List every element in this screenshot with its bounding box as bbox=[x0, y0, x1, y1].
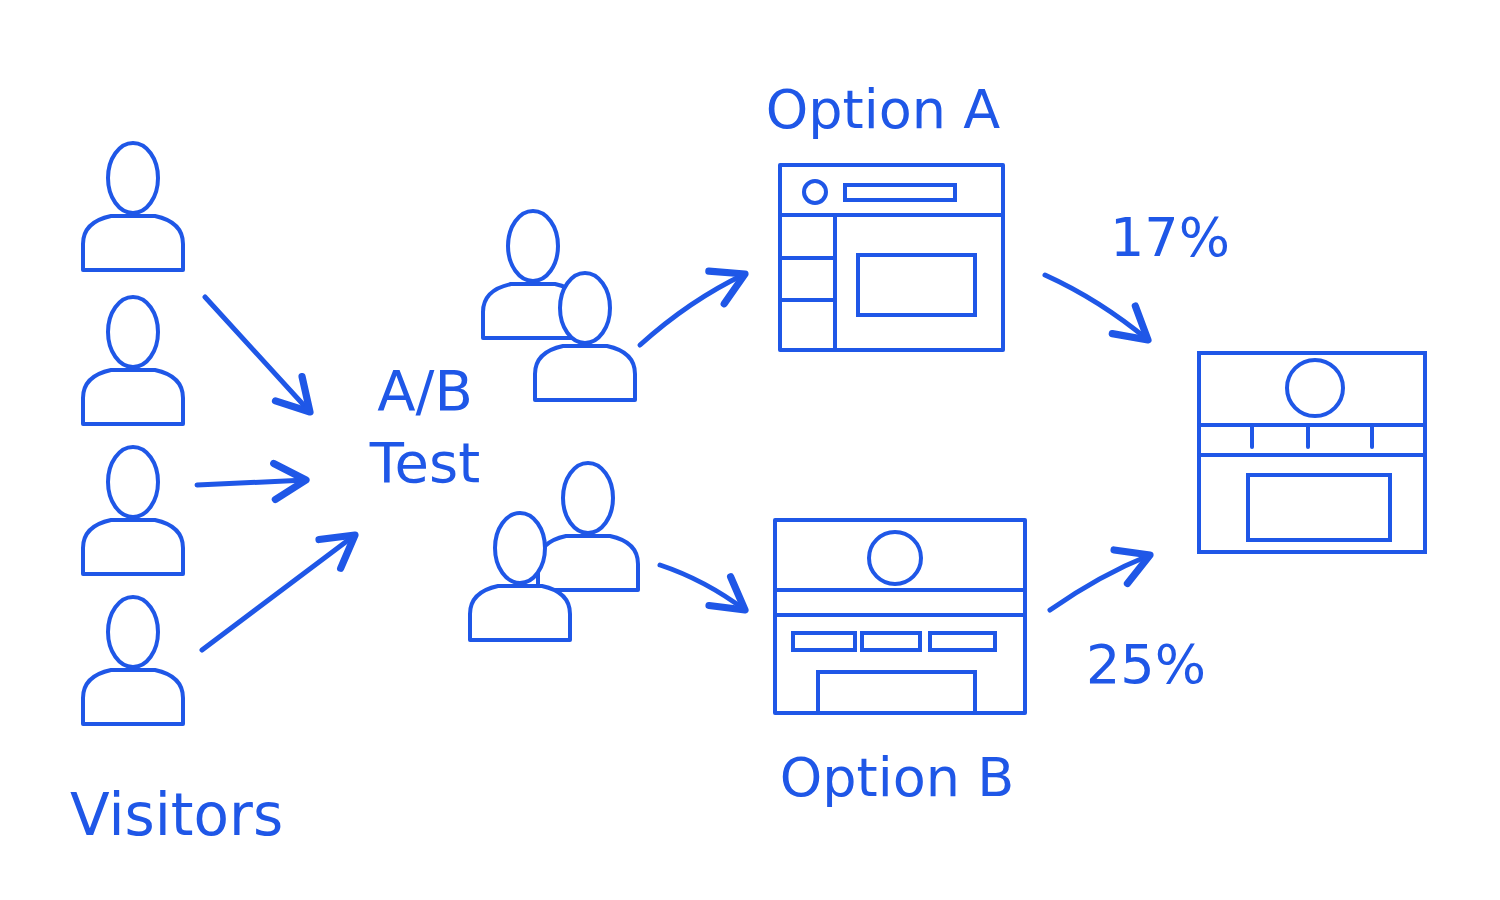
wire-circle bbox=[804, 181, 826, 203]
wire-line bbox=[1250, 425, 1254, 447]
option-a-wireframe bbox=[780, 181, 1003, 350]
visitor-figures bbox=[83, 143, 183, 724]
wire-line bbox=[1199, 453, 1425, 457]
result-frame bbox=[1199, 353, 1425, 552]
result-wireframe bbox=[1199, 353, 1425, 552]
arrow bbox=[640, 274, 745, 345]
option-b-wireframe bbox=[775, 532, 1025, 713]
option-heading-row: Option A bbox=[738, 78, 1028, 142]
label-box: A/B Test bbox=[335, 355, 515, 499]
label-box: Visitors bbox=[70, 778, 330, 852]
wire-line bbox=[1306, 425, 1310, 447]
wire-bar bbox=[793, 633, 855, 650]
label-box: 17% bbox=[1110, 203, 1260, 272]
diagram-label: A/B Test bbox=[370, 358, 480, 495]
diagram-label: 17% bbox=[1110, 206, 1230, 269]
visitor-figure bbox=[83, 597, 183, 724]
wire-content bbox=[858, 255, 975, 315]
arrow bbox=[205, 297, 310, 412]
option-heading-row: Option B bbox=[742, 746, 1052, 810]
arrow bbox=[1045, 275, 1148, 340]
arrows bbox=[197, 274, 1150, 650]
visitor-figure bbox=[83, 143, 183, 270]
wire-line bbox=[1370, 425, 1374, 447]
visitor-figure bbox=[83, 447, 183, 574]
group-figure bbox=[538, 463, 638, 590]
wire-line bbox=[780, 298, 835, 302]
label-box: 25% bbox=[1086, 630, 1236, 699]
wireframe-frame bbox=[773, 518, 1027, 715]
wire-bar bbox=[862, 633, 920, 650]
arrow bbox=[660, 565, 745, 610]
wireframe-frame bbox=[778, 163, 1005, 352]
wire-line bbox=[780, 256, 835, 260]
group-figure bbox=[535, 273, 635, 400]
wire-content bbox=[818, 672, 975, 713]
wire-line bbox=[780, 213, 1003, 217]
option-heading: Option A bbox=[766, 78, 1000, 141]
wire-bar bbox=[930, 633, 995, 650]
wire-line bbox=[833, 215, 837, 350]
wire-circle bbox=[869, 532, 921, 584]
wire-line bbox=[775, 613, 1025, 617]
wire-content bbox=[1248, 475, 1390, 540]
diagram-label: Visitors bbox=[70, 781, 283, 849]
arrow bbox=[1050, 555, 1150, 610]
diagram-label: 25% bbox=[1086, 633, 1206, 696]
option-node: Option A bbox=[738, 78, 1028, 356]
group-figure bbox=[470, 513, 570, 640]
wire-line bbox=[775, 588, 1025, 592]
arrow bbox=[197, 480, 306, 485]
arrow bbox=[202, 535, 355, 650]
wire-circle bbox=[1287, 360, 1343, 416]
option-heading: Option B bbox=[780, 746, 1014, 809]
group-b-figures bbox=[470, 463, 638, 640]
group-a-figures bbox=[483, 211, 635, 400]
option-node: Option B bbox=[742, 518, 1052, 810]
wire-line bbox=[1199, 423, 1425, 427]
wire-bar bbox=[845, 185, 955, 200]
visitor-figure bbox=[83, 297, 183, 424]
